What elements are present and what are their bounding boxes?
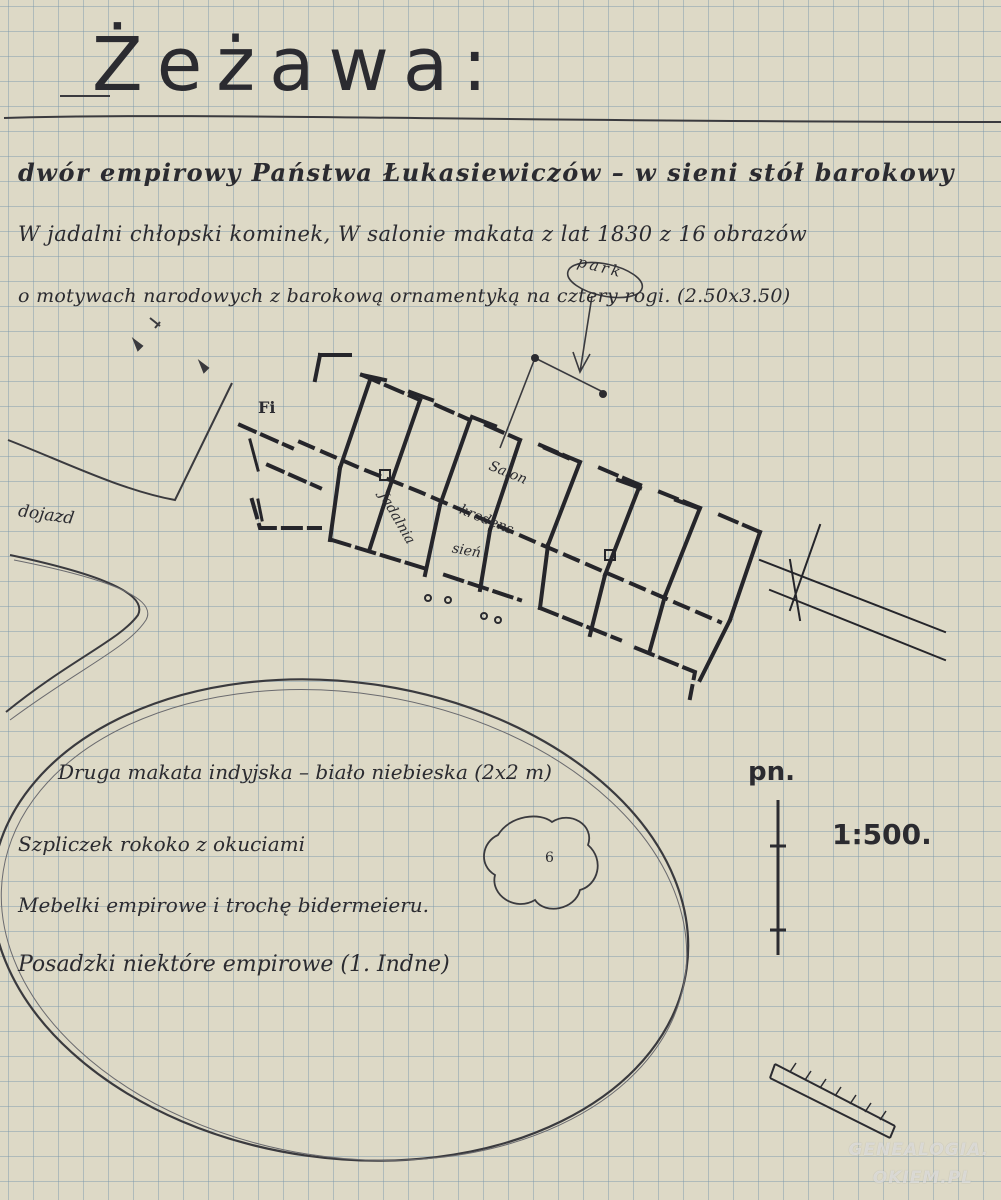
porch-columns [424, 594, 502, 624]
watermark-line-1: GENEALOGIA. [848, 1140, 989, 1160]
inventory-item: Mebelki empirowe i trochę bidermeieru. [18, 893, 430, 917]
watermark-line-2: OKIEM.PL [872, 1168, 973, 1188]
page-title: Żeżawa: [92, 22, 502, 108]
north-label: pn. [748, 757, 795, 787]
description-line-3: o motywach narodowych z barokową ornamen… [18, 285, 791, 307]
label-fi: Fi [258, 398, 276, 417]
inventory-item: Druga makata indyjska – biało niebieska … [58, 760, 552, 784]
inventory-item: Szpliczek rokoko z okuciami [18, 832, 305, 856]
driveway-line [5, 554, 141, 713]
scale-label: 1:500. [832, 818, 932, 851]
north-arrow [770, 800, 786, 955]
description-line-2: W jadalni chłopski kominek, W salonie ma… [18, 222, 808, 246]
description-line-1: dwór empirowy Państwa Łukasiewiczów – w … [18, 158, 955, 187]
park-bubble [566, 261, 644, 299]
title-underline [3, 115, 1001, 123]
road-line [7, 382, 233, 502]
floor-plan [237, 352, 947, 701]
scale-bar [769, 1062, 896, 1139]
svg-text:6: 6 [545, 850, 554, 866]
tree-blob [483, 815, 599, 910]
inventory-item: Posadzki niektóre empirowe (1. Indne) [18, 952, 450, 977]
garden-ellipse [0, 678, 690, 1162]
